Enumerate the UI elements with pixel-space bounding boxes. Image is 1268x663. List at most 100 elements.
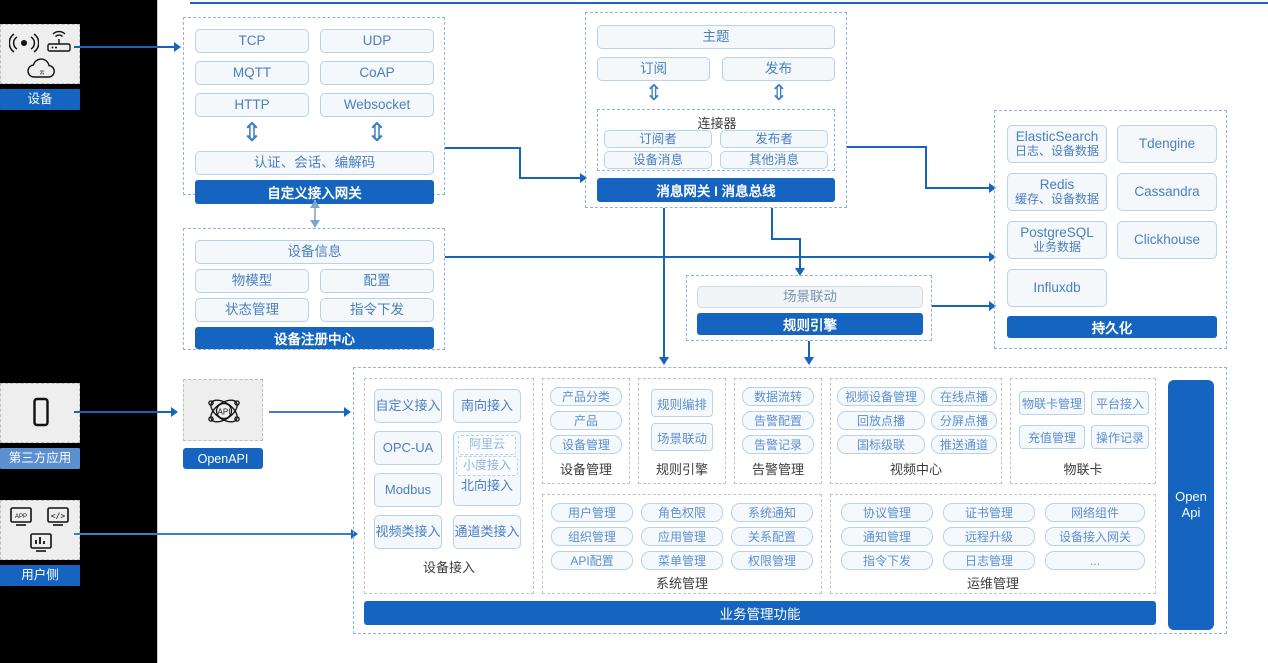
- notification-management-pill[interactable]: 通知管理: [841, 527, 933, 546]
- rule-engine-group: 场景联动 规则引擎: [686, 275, 932, 341]
- message-gateway-bar[interactable]: 消息网关 I 消息总线: [597, 178, 835, 202]
- gateway-to-bus-h2: [519, 177, 583, 179]
- system-notification-pill[interactable]: 系统通知: [731, 503, 813, 522]
- video-center-group: 视频设备管理 在线点播 回放点播 分屏点播 国标级联 推送通道 视频中心: [830, 378, 1002, 484]
- business-function-bar[interactable]: 业务管理功能: [364, 601, 1156, 625]
- store-redis[interactable]: Redis 缓存、设备数据: [1007, 173, 1107, 211]
- protocol-websocket[interactable]: Websocket: [320, 93, 434, 117]
- rule-orchestration-pill[interactable]: 规则编排: [651, 389, 713, 417]
- persistence-bar[interactable]: 持久化: [1007, 316, 1217, 338]
- northbound-access-box[interactable]: 阿里云 小度接入 北向接入: [453, 431, 521, 506]
- role-permission-pill[interactable]: 角色权限: [641, 503, 723, 522]
- operation-record-pill[interactable]: 操作记录: [1091, 425, 1149, 449]
- opcua-box[interactable]: OPC-UA: [374, 431, 442, 465]
- playback-vod-pill[interactable]: 回放点播: [837, 411, 925, 430]
- openapi-label[interactable]: OpenAPI: [183, 448, 263, 469]
- openapi-block: API OpenAPI: [183, 379, 263, 469]
- scene-linkage-pill[interactable]: 场景联动: [651, 423, 713, 451]
- api-config-pill[interactable]: API配置: [551, 551, 633, 570]
- connector-subscriber[interactable]: 订阅者: [604, 130, 712, 148]
- relation-config-pill[interactable]: 关系配置: [731, 527, 813, 546]
- command-dispatch-box[interactable]: 指令下发: [320, 298, 434, 322]
- protocol-coap[interactable]: CoAP: [320, 61, 434, 85]
- ops-management-group: 协议管理 证书管理 网络组件 通知管理 远程升级 设备接入网关 指令下发 日志管…: [830, 494, 1156, 594]
- store-tdengine[interactable]: Tdengine: [1117, 125, 1217, 163]
- org-management-pill[interactable]: 组织管理: [551, 527, 633, 546]
- store-cassandra[interactable]: Cassandra: [1117, 173, 1217, 211]
- data-flow-pill[interactable]: 数据流转: [742, 387, 814, 406]
- northbound-nested-aliyun[interactable]: 阿里云: [458, 435, 516, 455]
- alarm-config-pill[interactable]: 告警配置: [742, 411, 814, 430]
- publish-box[interactable]: 发布: [722, 57, 835, 81]
- ops-management-caption: 运维管理: [966, 576, 1019, 591]
- gateway-to-bus-v: [519, 147, 521, 179]
- auth-session-codec-box[interactable]: 认证、会话、编解码: [195, 151, 434, 175]
- openapi-vertical-rail[interactable]: Open Api: [1168, 380, 1214, 630]
- push-channel-pill[interactable]: 推送通道: [931, 435, 997, 454]
- thing-model-box[interactable]: 物模型: [195, 269, 309, 293]
- product-pill[interactable]: 产品: [550, 411, 622, 430]
- connector-other-message[interactable]: 其他消息: [720, 151, 828, 169]
- cloud-icon: 云: [25, 58, 59, 80]
- openapi-to-business-head: [344, 407, 351, 417]
- bus-to-persist-h1: [847, 146, 927, 148]
- gb-cascade-pill[interactable]: 国标级联: [837, 435, 925, 454]
- rule-engine-bar[interactable]: 规则引擎: [697, 313, 923, 335]
- system-management-caption: 系统管理: [655, 576, 708, 591]
- product-category-pill[interactable]: 产品分类: [550, 387, 622, 406]
- menu-management-pill[interactable]: 菜单管理: [641, 551, 723, 570]
- protocol-mqtt[interactable]: MQTT: [195, 61, 309, 85]
- iot-card-management-pill[interactable]: 物联卡管理: [1019, 391, 1085, 415]
- remote-upgrade-pill[interactable]: 远程升级: [943, 527, 1035, 546]
- updown-arrow-right-icon: ⇕: [366, 118, 388, 148]
- subscribe-box[interactable]: 订阅: [597, 57, 710, 81]
- left-device-rail: 云 设备 第三方应用 APP: [0, 0, 158, 663]
- more-pill[interactable]: ...: [1045, 551, 1145, 570]
- user-management-pill[interactable]: 用户管理: [551, 503, 633, 522]
- app-management-pill[interactable]: 应用管理: [641, 527, 723, 546]
- user-side-icon-box: APP </>: [0, 500, 80, 560]
- device-access-gateway-pill[interactable]: 设备接入网关: [1045, 527, 1145, 546]
- state-management-box[interactable]: 状态管理: [195, 298, 309, 322]
- scene-linkage-box[interactable]: 场景联动: [697, 286, 923, 308]
- store-elasticsearch[interactable]: ElasticSearch 日志、设备数据: [1007, 125, 1107, 163]
- topic-box[interactable]: 主题: [597, 25, 835, 49]
- video-device-management-pill[interactable]: 视频设备管理: [837, 387, 925, 406]
- store-influxdb[interactable]: Influxdb: [1007, 269, 1107, 307]
- device-registry-bar[interactable]: 设备注册中心: [195, 327, 434, 349]
- permission-management-pill[interactable]: 权限管理: [731, 551, 813, 570]
- southbound-access-box[interactable]: 南向接入: [453, 389, 521, 423]
- log-management-pill[interactable]: 日志管理: [943, 551, 1035, 570]
- protocol-http[interactable]: HTTP: [195, 93, 309, 117]
- certificate-management-pill[interactable]: 证书管理: [943, 503, 1035, 522]
- store-clickhouse[interactable]: Clickhouse: [1117, 221, 1217, 259]
- modbus-box[interactable]: Modbus: [374, 473, 442, 507]
- connector-publisher[interactable]: 发布者: [720, 130, 828, 148]
- iot-card-caption: 物联卡: [1063, 462, 1103, 477]
- protocol-tcp[interactable]: TCP: [195, 29, 309, 53]
- device-management-group: 产品分类 产品 设备管理 设备管理: [542, 378, 630, 484]
- custom-access-box[interactable]: 自定义接入: [374, 389, 442, 423]
- online-vod-pill[interactable]: 在线点播: [931, 387, 997, 406]
- device-registry-group: 设备信息 物模型 配置 状态管理 指令下发 设备注册中心: [183, 228, 445, 350]
- alarm-record-pill[interactable]: 告警记录: [742, 435, 814, 454]
- device-management-pill[interactable]: 设备管理: [550, 435, 622, 454]
- store-postgresql[interactable]: PostgreSQL 业务数据: [1007, 221, 1107, 259]
- api-atom-icon: API: [203, 392, 245, 430]
- architecture-canvas: TCP UDP MQTT CoAP HTTP Websocket ⇕ ⇕ 认证、…: [74, 0, 1268, 663]
- protocol-udp[interactable]: UDP: [320, 29, 434, 53]
- device-info-box[interactable]: 设备信息: [195, 240, 434, 264]
- split-screen-vod-pill[interactable]: 分屏点播: [931, 411, 997, 430]
- config-box[interactable]: 配置: [320, 269, 434, 293]
- connector-device-message[interactable]: 设备消息: [604, 151, 712, 169]
- video-access-box[interactable]: 视频类接入: [374, 515, 442, 549]
- channel-access-box[interactable]: 通道类接入: [453, 515, 521, 549]
- command-dispatch-pill[interactable]: 指令下发: [841, 551, 933, 570]
- protocol-management-pill[interactable]: 协议管理: [841, 503, 933, 522]
- bus-down-left-line: [663, 208, 665, 363]
- northbound-nested-xiaodu[interactable]: 小度接入: [456, 456, 518, 476]
- recharge-management-pill[interactable]: 充值管理: [1019, 425, 1085, 449]
- network-component-pill[interactable]: 网络组件: [1045, 503, 1145, 522]
- platform-access-pill[interactable]: 平台接入: [1091, 391, 1149, 415]
- bus-down-mid-v1: [771, 208, 773, 240]
